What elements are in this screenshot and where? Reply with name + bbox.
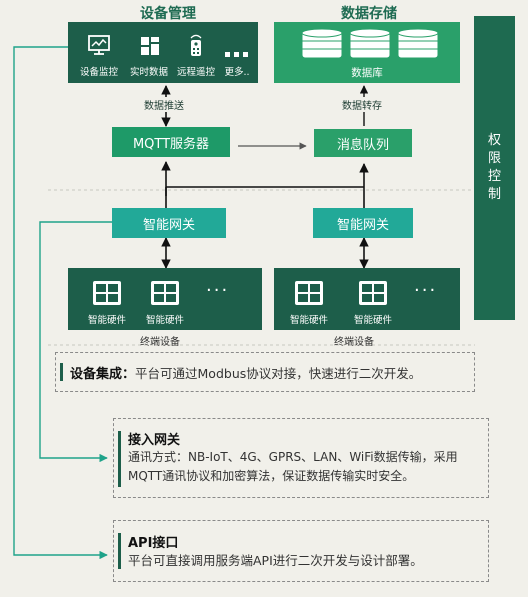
device-mgmt-item-label: 远程遥控: [176, 67, 215, 78]
hardware-label: 智能硬件: [145, 315, 184, 326]
note-body: 通讯方式：NB-IoT、4G、GPRS、LAN、WiFi数据传输，采用: [128, 450, 458, 464]
gateway-left-box: 智能网关: [112, 208, 226, 238]
hardware-label: 智能硬件: [87, 315, 126, 326]
hardware-icon: [358, 280, 388, 306]
terminal-caption-left: 终端设备: [140, 337, 180, 348]
permission-control-bar: 权 限 控 制: [474, 16, 515, 320]
permission-char: 权: [487, 133, 501, 148]
permission-char: 限: [487, 151, 501, 166]
note-accent-bar: [118, 431, 121, 487]
note-accent-bar: [60, 363, 63, 381]
database-label: 数据库: [351, 67, 383, 79]
more-icon: [225, 43, 249, 62]
permission-char: 制: [487, 187, 501, 202]
note-gateway: 接入网关 通讯方式：NB-IoT、4G、GPRS、LAN、WiFi数据传输，采用…: [113, 418, 489, 498]
note-device-integration: 设备集成：平台可通过Modbus协议对接，快速进行二次开发。: [55, 352, 475, 392]
terminal-panel-left: 智能硬件 智能硬件 ···: [68, 268, 262, 330]
note-body: 平台可通过Modbus协议对接，快速进行二次开发。: [135, 366, 422, 381]
hardware-icon: [92, 280, 122, 306]
grid-icon: [140, 36, 160, 60]
note-title: 设备集成：: [70, 367, 136, 382]
device-mgmt-item-label: 实时数据: [129, 67, 168, 78]
more-dots-icon: ···: [206, 280, 230, 301]
terminal-caption-right: 终端设备: [334, 337, 374, 348]
device-mgmt-item-label: 设备监控: [79, 67, 118, 78]
message-queue-box: 消息队列: [314, 129, 412, 157]
database-icon: [300, 28, 440, 65]
hardware-label: 智能硬件: [353, 315, 392, 326]
data-push-label: 数据推送: [142, 97, 186, 112]
note-api: API接口 平台可直接调用服务端API进行二次开发与设计部署。: [113, 520, 489, 582]
remote-icon: [188, 33, 204, 61]
data-storage-panel: 数据库: [274, 22, 460, 83]
data-storage-title: 数据存储: [341, 6, 397, 22]
hardware-label: 智能硬件: [289, 315, 328, 326]
terminal-panel-right: 智能硬件 智能硬件 ···: [274, 268, 460, 330]
gateway-right-box: 智能网关: [313, 208, 413, 238]
note-body: 平台可直接调用服务端API进行二次开发与设计部署。: [128, 553, 423, 568]
device-mgmt-item-label: 更多..: [224, 67, 250, 78]
link-device-to-note: [13, 46, 108, 560]
hardware-icon: [150, 280, 180, 306]
note-title: 接入网关: [128, 433, 181, 448]
mqtt-server-box: MQTT服务器: [112, 127, 230, 157]
more-dots-icon: ···: [414, 280, 438, 301]
note-accent-bar: [118, 533, 121, 569]
note-body: MQTT通讯协议和加密算法，保证数据传输实时安全。: [128, 469, 415, 483]
hardware-icon: [294, 280, 324, 306]
link-gateway-to-note: [39, 221, 112, 463]
permission-char: 控: [487, 169, 501, 184]
device-mgmt-title: 设备管理: [140, 6, 196, 22]
data-store-label: 数据转存: [340, 97, 384, 112]
monitor-icon: [88, 35, 110, 59]
note-title: API接口: [128, 536, 179, 551]
device-mgmt-panel: 设备监控 实时数据 远程遥控 更多..: [68, 22, 258, 83]
